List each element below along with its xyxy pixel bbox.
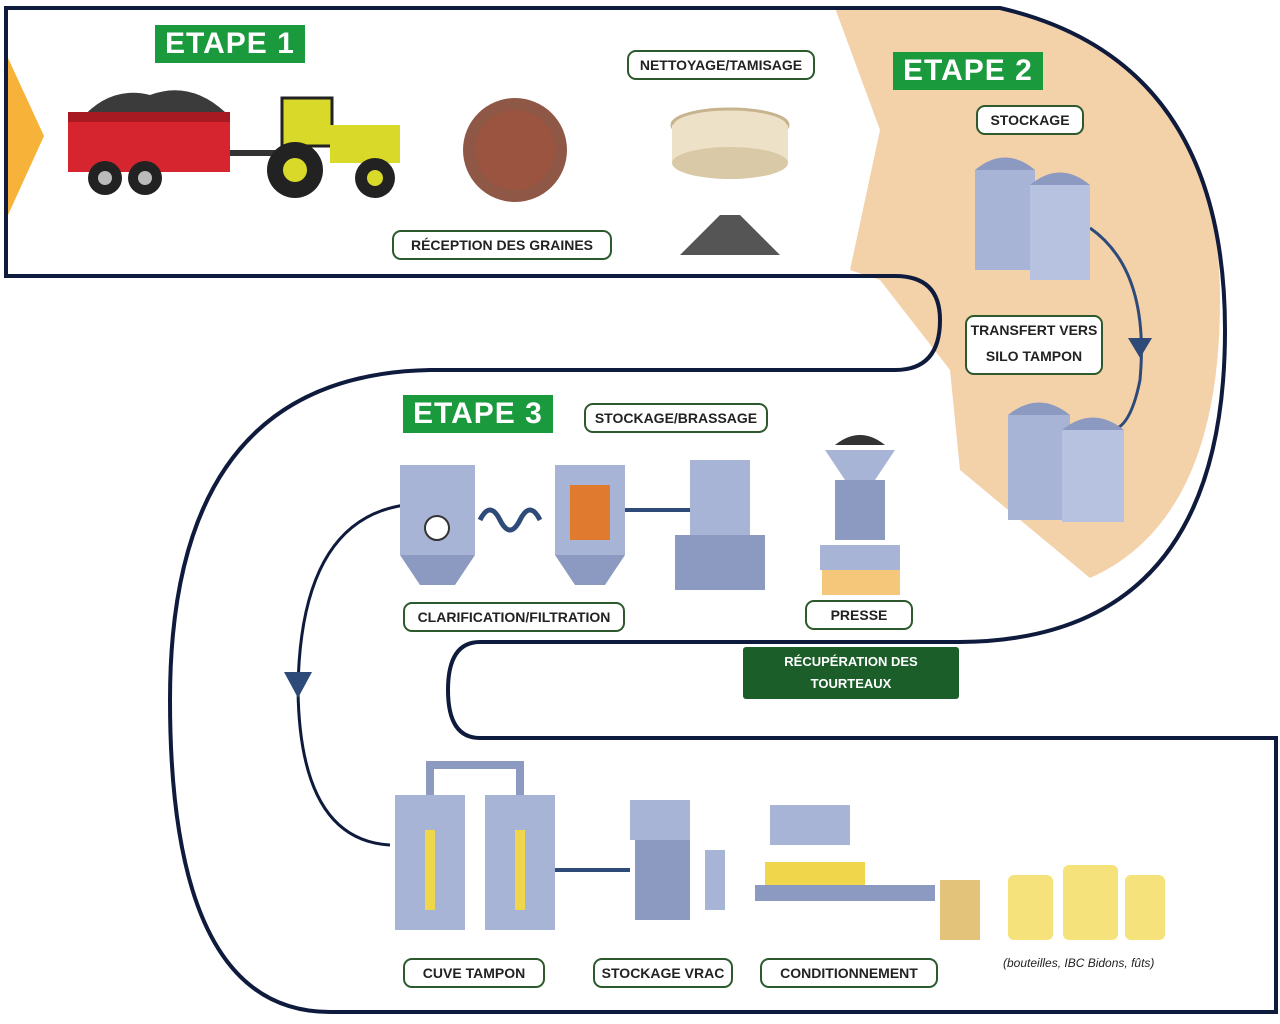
flow-arrow-down-icon: [284, 672, 312, 698]
silo-tampon-icon: [1008, 402, 1124, 522]
sieve-icon: [670, 107, 790, 255]
oil-jug-icon: [1008, 865, 1165, 940]
clarification-label: CLARIFICATION/FILTRATION: [403, 602, 625, 632]
clarification-tank-icon: [400, 465, 543, 585]
recuperation-line1: RÉCUPÉRATION DES TOURTEAUX: [784, 654, 918, 691]
filter-tank-icon: [555, 465, 625, 585]
flow-arrow-silo-icon: [1128, 338, 1152, 358]
transfert-label: TRANSFERT VERS SILO TAMPON: [965, 315, 1103, 375]
stage3-badge: ETAPE 3: [403, 395, 553, 433]
seeds-icon: [463, 98, 567, 202]
silo-icon: [975, 157, 1090, 280]
brassage-machine-icon: [625, 460, 765, 590]
conditionnement-label: CONDITIONNEMENT: [760, 958, 938, 988]
transfert-line1: TRANSFERT VERS: [970, 322, 1098, 338]
reception-label: RÉCEPTION DES GRAINES: [392, 230, 612, 260]
press-icon: [820, 435, 900, 595]
tractor-icon: [68, 90, 400, 198]
stockage-brassage-label: STOCKAGE/BRASSAGE: [584, 403, 768, 433]
stage2-badge: ETAPE 2: [893, 52, 1043, 90]
process-path-outline: [4, 6, 1278, 1014]
conveyor-icon: [755, 805, 980, 940]
stage1-badge: ETAPE 1: [155, 25, 305, 63]
recuperation-line2: ET STOCKAGE DANS LES CASES: [769, 698, 933, 735]
stockage-vrac-icon: [630, 800, 725, 920]
recuperation-box: RÉCUPÉRATION DES TOURTEAUX ET STOCKAGE D…: [743, 647, 959, 735]
stage3-inner-curve: [296, 503, 406, 847]
stockage-label: STOCKAGE: [976, 105, 1084, 135]
cuve-tampon-label: CUVE TAMPON: [403, 958, 545, 988]
cuve-tampon-icon: [395, 761, 630, 930]
packaging-note: (bouteilles, IBC Bidons, fûts): [1003, 956, 1155, 970]
transfert-line2: SILO TAMPON: [985, 348, 1083, 364]
presse-label: PRESSE: [805, 600, 913, 630]
entry-arrow-icon: [8, 58, 44, 215]
nettoyage-label: NETTOYAGE/TAMISAGE: [627, 50, 815, 80]
stage2-flow-line: [1089, 226, 1143, 432]
stockage-vrac-label: STOCKAGE VRAC: [593, 958, 733, 988]
